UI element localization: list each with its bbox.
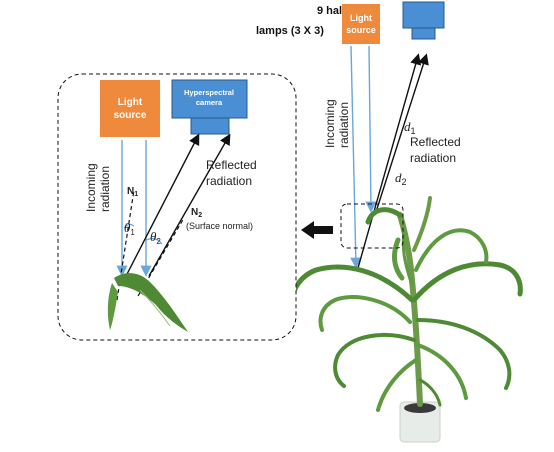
theta1-label: θ1	[124, 220, 135, 237]
n2-caption: (Surface normal)	[186, 221, 253, 231]
zoomed-leaf-image	[107, 273, 188, 332]
theta2-arc	[145, 238, 163, 245]
reflected-ray-2	[374, 53, 429, 216]
reflected-panel-line1: Reflected	[206, 158, 257, 172]
theta1-arc	[123, 223, 135, 229]
reflected-panel-line2: radiation	[206, 174, 252, 188]
top-light-source-line2: source	[346, 25, 376, 35]
d2-label: d2	[395, 170, 407, 187]
incoming-label-panel: Incoming radiation	[84, 163, 112, 212]
incoming-label-right: Incoming radiation	[323, 99, 351, 148]
d1-label: d1	[404, 119, 416, 136]
theta2-label: θ2	[150, 229, 161, 246]
reflected-ray-1	[357, 53, 422, 269]
incoming-ray-2	[365, 45, 377, 213]
n2-label: N2	[191, 207, 202, 219]
normal-n1	[116, 189, 135, 301]
incoming-panel-line2: radiation	[98, 166, 112, 212]
incoming-panel-line1: Incoming	[84, 163, 98, 212]
panel-light-source-line2: source	[114, 110, 147, 121]
light-source-box	[342, 4, 380, 44]
panel-light-source-line1: Light	[118, 97, 143, 108]
panel-reflected-ray-1	[124, 133, 200, 279]
lamps-label-line2: lamps (3 X 3)	[256, 25, 324, 37]
top-camera-icon	[402, 1, 445, 40]
maize-plant-image	[289, 196, 523, 443]
panel-light-source: Light source	[100, 80, 160, 137]
incoming-right-line1: Incoming	[323, 99, 337, 148]
left-arrow-icon	[301, 221, 333, 239]
n1-label: N1	[127, 186, 138, 198]
panel-reflected-ray-2	[148, 133, 231, 277]
top-light-source: Light source	[342, 4, 380, 44]
light-source-box	[100, 80, 160, 137]
top-light-source-line1: Light	[350, 13, 372, 23]
incoming-right-line2: radiation	[337, 102, 351, 148]
panel-camera-line2: camera	[196, 98, 223, 107]
panel-camera-icon: Hyperspectral camera	[171, 79, 248, 135]
panel-camera-line1: Hyperspectral	[184, 88, 234, 97]
zoom-region-box	[340, 203, 404, 249]
reflected-right-line2: radiation	[410, 151, 456, 165]
incoming-ray-1	[350, 45, 362, 269]
reflected-right-line1: Reflected	[410, 135, 461, 149]
